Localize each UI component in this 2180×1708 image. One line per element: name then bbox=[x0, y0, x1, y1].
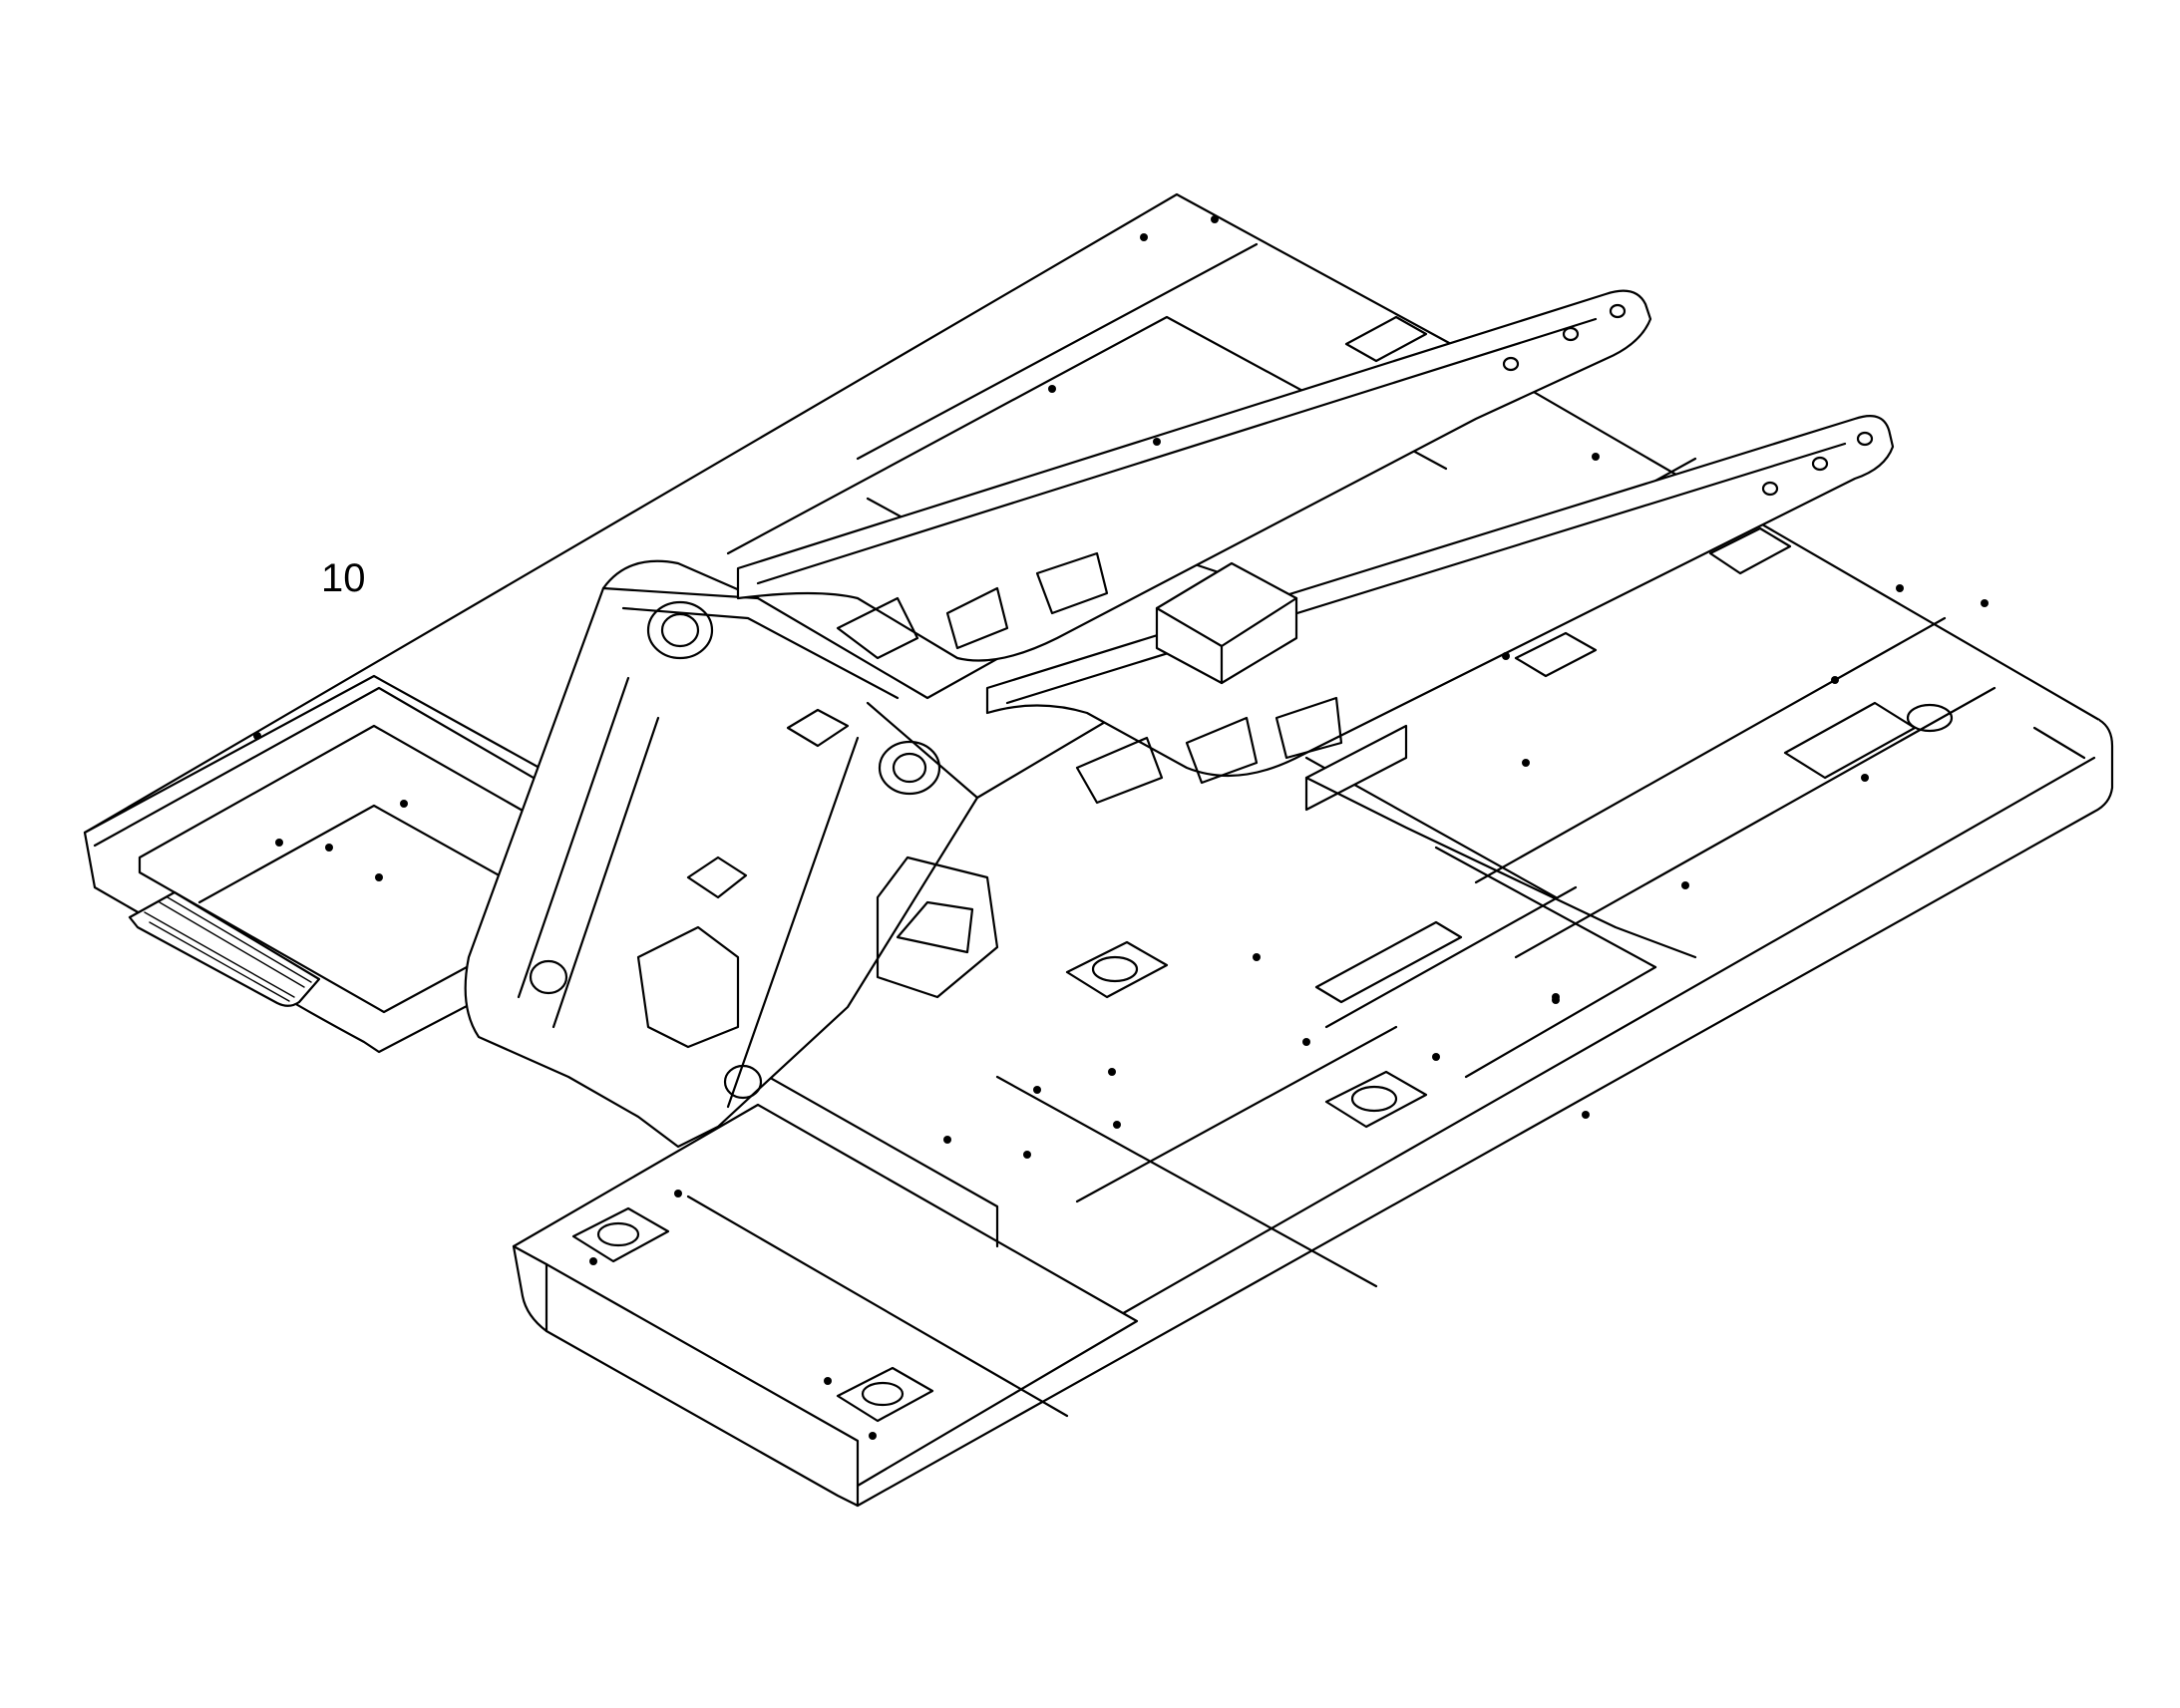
fastener-dots bbox=[253, 215, 1989, 1440]
cross-box bbox=[1155, 561, 1298, 685]
step-ladder bbox=[128, 890, 321, 1007]
right-beam bbox=[985, 415, 1895, 805]
callout-10: 10 bbox=[321, 556, 366, 600]
left-beam bbox=[736, 289, 1652, 662]
brackets bbox=[571, 315, 1792, 1423]
floor-panels bbox=[686, 242, 1997, 1418]
deck-outline bbox=[83, 192, 2114, 1508]
